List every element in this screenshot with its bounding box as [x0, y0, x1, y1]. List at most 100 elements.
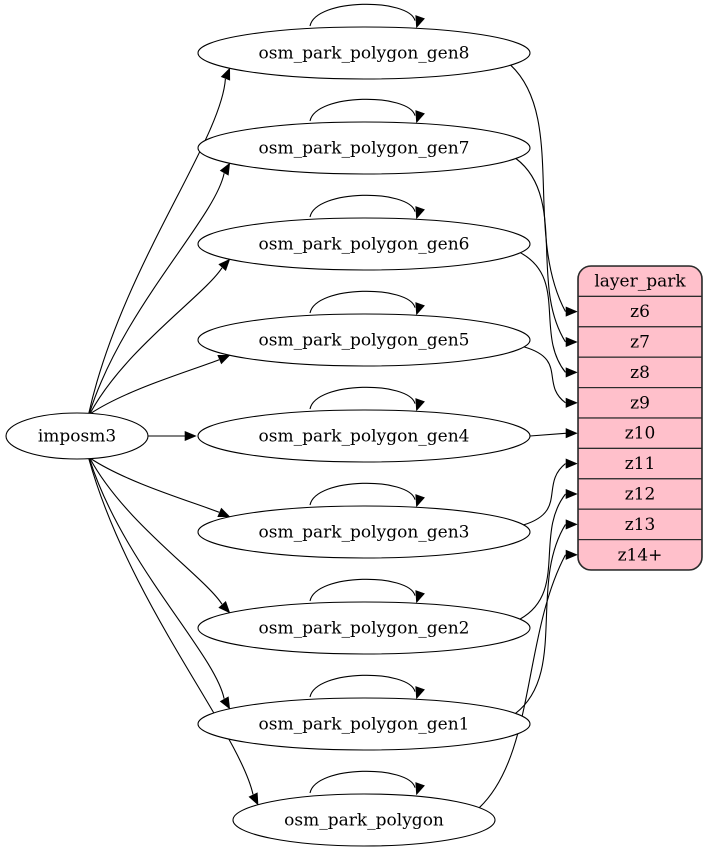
- node-osm_park_polygon_gen8[interactable]: osm_park_polygon_gen8: [197, 26, 531, 80]
- node-osm_park_polygon_gen6[interactable]: osm_park_polygon_gen6: [197, 217, 531, 271]
- self-loop-arrowhead: [415, 302, 425, 316]
- source-to-node-edge: [90, 458, 231, 518]
- table-row-label-z8: z8: [630, 363, 650, 383]
- table-row[interactable]: [578, 447, 702, 480]
- table-row-label-z9: z9: [630, 393, 650, 413]
- self-loop-path: [309, 674, 416, 698]
- table-outline: [577, 265, 703, 571]
- self-loop-path: [309, 482, 416, 506]
- self-loop-path: [309, 578, 416, 602]
- node-shape: [197, 601, 531, 655]
- self-loop-path: [309, 770, 416, 794]
- source-to-node-edge: [89, 258, 231, 414]
- table-row-label-z12: z12: [625, 485, 656, 505]
- edge-arrowhead: [565, 519, 578, 530]
- edge-path: [510, 64, 566, 312]
- source-to-node-edge: [90, 354, 231, 414]
- node-to-row-edge: [523, 346, 578, 408]
- node-osm_park_polygon_gen4[interactable]: osm_park_polygon_gen4: [197, 409, 531, 463]
- edge-arrowhead: [565, 428, 578, 439]
- node-to-row-edge: [523, 458, 578, 526]
- table-row[interactable]: [578, 538, 702, 570]
- node-shape: [197, 121, 531, 175]
- edge-arrowhead: [565, 488, 578, 500]
- edge-path: [88, 173, 225, 414]
- edge-path: [88, 458, 254, 795]
- node-label: osm_park_polygon_gen5: [259, 331, 470, 351]
- node-shape: [197, 409, 531, 463]
- edge-arrowhead: [565, 458, 578, 469]
- node-to-row-edge: [519, 488, 578, 620]
- node-shape: [5, 412, 149, 460]
- node-shape: [197, 505, 531, 559]
- node-osm_park_polygon[interactable]: osm_park_polygon: [232, 793, 496, 847]
- self-loop-arrowhead: [415, 494, 425, 508]
- node-label: osm_park_polygon_gen3: [259, 523, 470, 543]
- edge-arrowhead: [565, 306, 578, 317]
- source-to-node-edge: [89, 458, 231, 614]
- node-label: osm_park_polygon_gen4: [259, 427, 470, 447]
- edge-arrowhead: [248, 792, 259, 806]
- edge-path: [515, 158, 566, 343]
- edge-arrowhead: [217, 507, 231, 518]
- node-osm_park_polygon_gen1[interactable]: osm_park_polygon_gen1: [197, 697, 531, 751]
- table-row-label-z11: z11: [625, 454, 656, 474]
- node-osm_park_polygon_gen3[interactable]: osm_park_polygon_gen3: [197, 505, 531, 559]
- edge-path: [523, 346, 566, 404]
- node-osm_park_polygon_gen5[interactable]: osm_park_polygon_gen5: [197, 313, 531, 367]
- table-row[interactable]: [578, 295, 702, 328]
- source-to-node-edge: [88, 458, 259, 806]
- edge-path: [520, 252, 566, 373]
- self-loop-path: [309, 98, 416, 122]
- node-label: osm_park_polygon_gen7: [259, 139, 470, 159]
- node-osm_park_polygon_gen2[interactable]: osm_park_polygon_gen2: [197, 601, 531, 655]
- node-shape: [197, 217, 531, 271]
- source-to-node-edge: [88, 162, 231, 414]
- table-row-label-z14+: z14+: [618, 545, 663, 565]
- source-to-node-edge: [88, 458, 231, 710]
- node-to-row-edge: [520, 252, 578, 378]
- edge-path: [515, 524, 566, 714]
- node-shape: [197, 26, 531, 80]
- self-loop-path: [309, 290, 416, 314]
- table-header-label: layer_park: [594, 272, 686, 292]
- edge-arrowhead: [217, 354, 231, 365]
- self-loop-arrowhead: [415, 206, 425, 220]
- self-loop-edge: [309, 386, 425, 412]
- edge-arrowhead: [565, 549, 578, 560]
- nodes-layer: imposm3 osm_park_polygon_gen8 osm_park_pol…: [5, 26, 531, 847]
- table-row-label-z10: z10: [625, 424, 656, 444]
- self-loop-path: [309, 194, 416, 218]
- self-loop-arrowhead: [415, 110, 425, 124]
- node-label: osm_park_polygon_gen1: [259, 715, 470, 735]
- table-row[interactable]: [578, 356, 702, 389]
- self-loop-arrowhead: [415, 398, 425, 412]
- edge-arrowhead: [218, 600, 231, 614]
- node-shape: [197, 697, 531, 751]
- table-row[interactable]: [578, 417, 702, 449]
- self-loop-edge: [309, 578, 425, 604]
- edge-arrowhead: [219, 696, 231, 710]
- self-loop-edge: [309, 3, 425, 29]
- node-osm_park_polygon_gen7[interactable]: osm_park_polygon_gen7: [197, 121, 531, 175]
- node-label: osm_park_polygon_gen6: [259, 235, 470, 255]
- edge-path: [478, 554, 566, 809]
- node-imposm3[interactable]: imposm3: [5, 412, 149, 460]
- table-row-label-z6: z6: [630, 302, 650, 322]
- edge-path: [519, 493, 566, 620]
- edge-arrowhead: [220, 67, 231, 81]
- node-to-row-edge: [478, 549, 578, 809]
- edge-arrowhead: [565, 336, 578, 348]
- edge-path: [88, 458, 225, 699]
- edge-path: [523, 463, 566, 526]
- node-label: osm_park_polygon_gen2: [259, 619, 470, 639]
- table-row[interactable]: [578, 326, 702, 358]
- node-to-row-edge: [510, 64, 578, 317]
- source-to-node-edge: [88, 67, 231, 414]
- edge-arrowhead: [219, 162, 231, 176]
- node-shape: [232, 793, 496, 847]
- self-loop-arrowhead: [415, 590, 425, 604]
